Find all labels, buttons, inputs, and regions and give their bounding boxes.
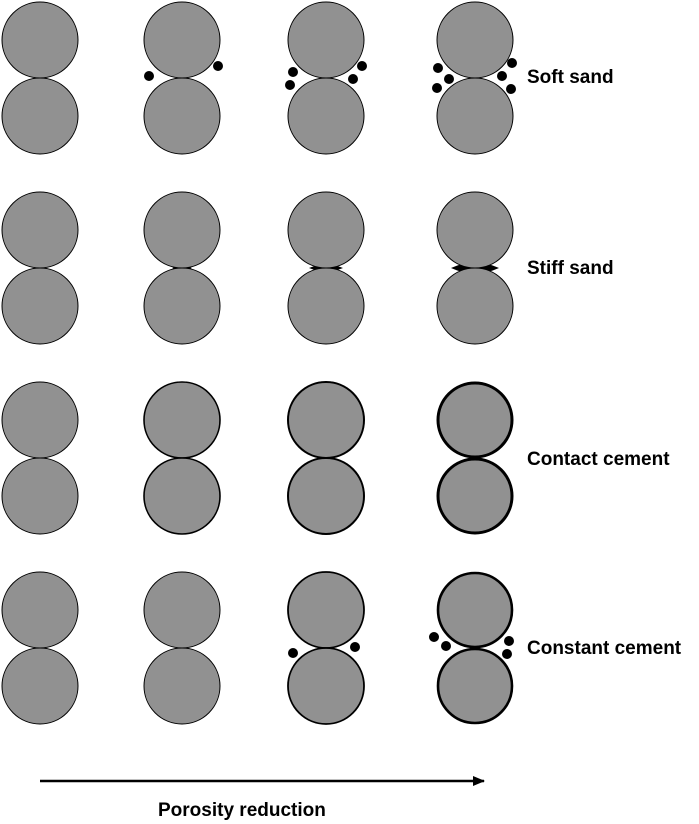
grain-pair-1-3: [285, 1, 367, 155]
grain-top: [143, 191, 221, 269]
row-label-contact-cement: Contact cement: [527, 449, 670, 470]
grain-pair-3-4: [436, 381, 514, 535]
grain-pair-1-2: [143, 1, 223, 155]
grain-bottom: [1, 267, 79, 345]
grain-top: [287, 1, 365, 79]
particle: [432, 83, 442, 93]
grain-pair-2-3: [287, 191, 365, 345]
grain-top: [436, 191, 514, 269]
grain-top: [436, 381, 514, 459]
axis-label: Porosity reduction: [158, 800, 326, 821]
row-contact-cement: [1, 381, 514, 535]
grain-top: [436, 1, 514, 79]
grain-bottom: [143, 77, 221, 155]
grain-top: [143, 381, 221, 459]
particle: [213, 61, 223, 71]
grain-pair-3-1: [1, 381, 79, 535]
particle: [288, 648, 298, 658]
particle: [433, 63, 443, 73]
row-label-stiff-sand: Stiff sand: [527, 258, 614, 279]
grain-top: [1, 1, 79, 79]
grain-bottom: [436, 77, 514, 155]
grain-pair-1-4: [432, 1, 517, 155]
particle: [144, 71, 154, 81]
particle: [357, 61, 367, 71]
grain-pair-2-1: [1, 191, 79, 345]
particle: [506, 84, 516, 94]
grain-bottom: [1, 647, 79, 725]
grain-top: [1, 191, 79, 269]
grain-top: [436, 571, 514, 649]
row-label-constant-cement: Constant cement: [527, 638, 682, 659]
grain-pair-2-2: [143, 191, 221, 345]
grain-bottom: [436, 457, 514, 535]
particle: [288, 67, 298, 77]
grain-pair-4-3: [287, 571, 365, 725]
grain-top: [287, 571, 365, 649]
particle: [504, 636, 514, 646]
particle: [285, 80, 295, 90]
grain-top: [143, 571, 221, 649]
grain-top: [1, 571, 79, 649]
particle: [497, 71, 507, 81]
particle: [350, 642, 360, 652]
grain-bottom: [1, 457, 79, 535]
particle: [441, 641, 451, 651]
grain-top: [143, 1, 221, 79]
particle: [429, 632, 439, 642]
grain-pair-4-1: [1, 571, 79, 725]
grain-bottom: [1, 77, 79, 155]
grain-bottom: [436, 267, 514, 345]
grain-bottom: [143, 267, 221, 345]
particle: [507, 58, 517, 68]
row-label-soft-sand: Soft sand: [527, 67, 614, 88]
row-stiff-sand: [1, 191, 514, 345]
grain-top: [287, 191, 365, 269]
grain-bottom: [287, 457, 365, 535]
grain-pair-1-1: [1, 1, 79, 155]
grain-pair-4-4: [429, 571, 514, 725]
grain-bottom: [287, 647, 365, 725]
particle: [502, 649, 512, 659]
grain-pair-2-4: [436, 191, 514, 345]
particle: [444, 74, 454, 84]
grain-bottom: [143, 647, 221, 725]
grain-pair-3-3: [287, 381, 365, 535]
grain-top: [287, 381, 365, 459]
grain-pair-4-2: [143, 571, 221, 725]
grain-bottom: [287, 77, 365, 155]
particle: [348, 74, 358, 84]
row-soft-sand: [1, 1, 517, 155]
grain-pair-3-2: [143, 381, 221, 535]
grain-top: [1, 381, 79, 459]
row-constant-cement: [1, 571, 514, 725]
grain-bottom: [287, 267, 365, 345]
grain-bottom: [143, 457, 221, 535]
grain-bottom: [436, 647, 514, 725]
